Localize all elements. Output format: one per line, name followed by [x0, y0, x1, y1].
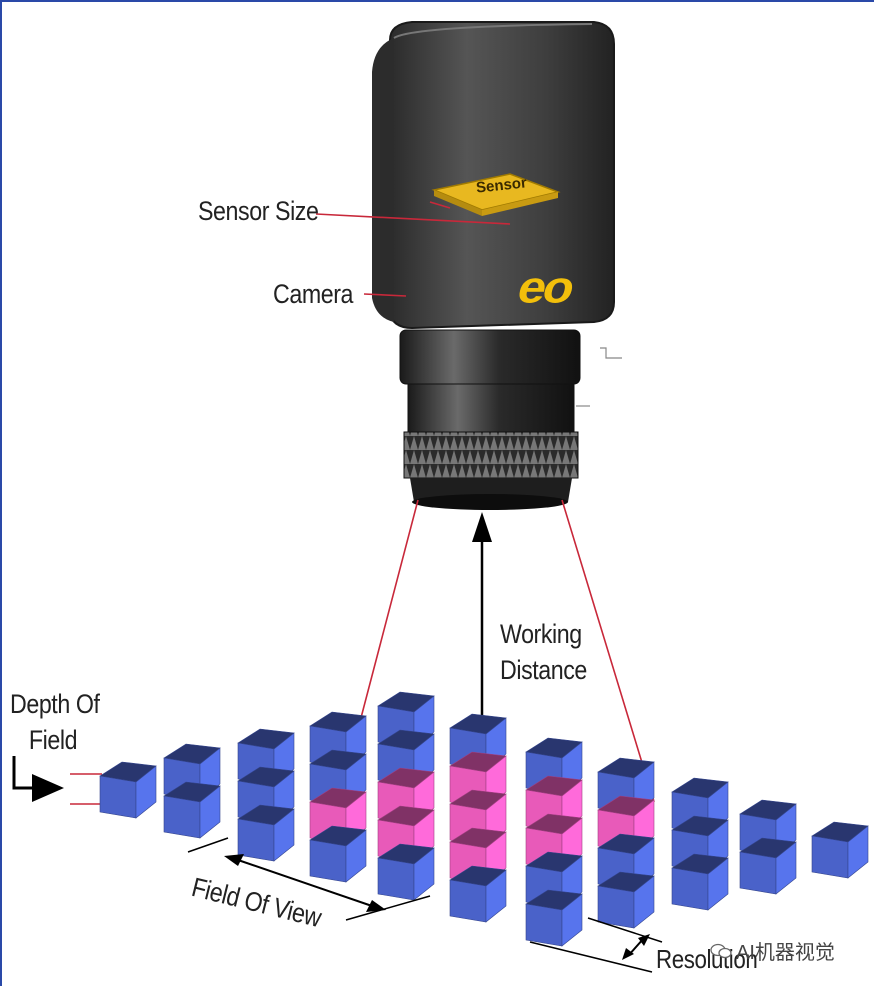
working-distance-line-1: Working: [500, 619, 582, 649]
cube-2: [163, 781, 221, 839]
cube-9: [309, 825, 367, 883]
cube-18: [449, 827, 507, 885]
watermark: AI机器视觉: [710, 936, 835, 965]
cube-34: [811, 821, 869, 879]
field-of-view-arrow: [187, 837, 431, 921]
cube-0: [99, 761, 157, 819]
cube-grid: [99, 691, 869, 947]
sensor-size-label: Sensor Size: [198, 196, 319, 226]
cube-33: [739, 837, 797, 895]
cube-31: [671, 853, 729, 911]
camera-label: Camera: [273, 279, 354, 309]
resolution-label: Resolution: [656, 944, 758, 974]
lens-tick-1: [600, 347, 622, 359]
camera-lens: [399, 329, 581, 510]
camera-body: [372, 21, 615, 330]
depth-of-field-arrow: [12, 756, 64, 802]
wechat-watermark-icon: [710, 943, 732, 958]
cube-19: [449, 865, 507, 923]
depth-of-field-label: Depth Of Field: [10, 686, 100, 758]
cube-24: [525, 889, 583, 947]
sensor-chip: [431, 173, 561, 216]
working-distance-label: Working Distance: [500, 616, 587, 688]
working-distance-line-2: Distance: [500, 655, 587, 685]
depth-of-field-line-2: Field: [28, 725, 78, 755]
watermark-text: AI机器视觉: [736, 942, 835, 964]
cube-14: [377, 843, 435, 901]
cube-5: [237, 804, 295, 862]
depth-of-field-line-1: Depth Of: [10, 689, 100, 719]
resolution-arrow: [529, 917, 663, 973]
cube-28: [597, 871, 655, 929]
